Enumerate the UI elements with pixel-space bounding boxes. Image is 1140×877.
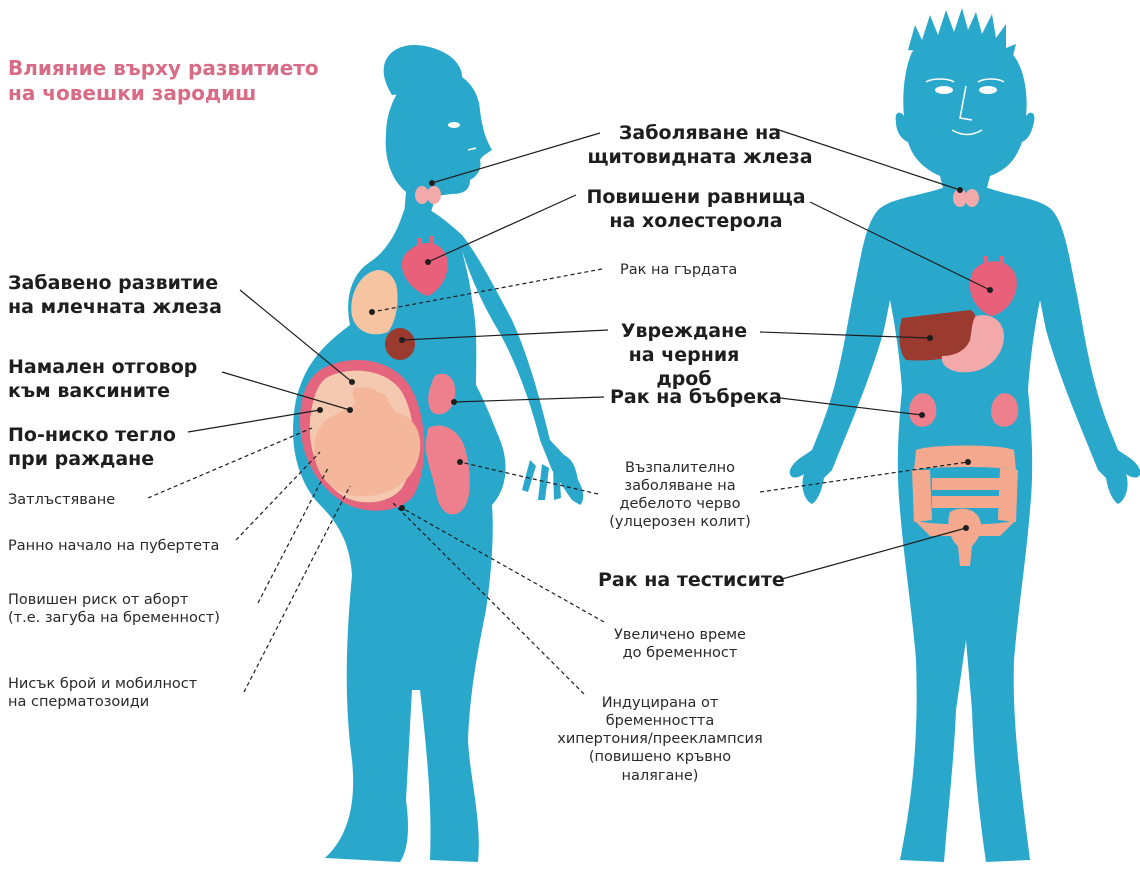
title: Влияние върху развитието на човешки заро… xyxy=(8,56,319,106)
label-testicular-cancer: Рак на тестисите xyxy=(598,569,785,593)
label-colitis: Възпалително заболяване на дебелото черв… xyxy=(600,459,760,532)
label-hypertension: Индуцирана от бременността хипертония/пр… xyxy=(540,694,780,785)
label-birth-weight: По-ниско тегло при раждане xyxy=(8,424,176,472)
male-figure xyxy=(790,8,1140,862)
label-liver-damage: Увреждане на черния дроб xyxy=(604,320,764,391)
label-obesity: Затлъстяване xyxy=(8,491,115,509)
label-mammary-gland: Забавено развитие на млечната жлеза xyxy=(8,272,222,320)
label-early-puberty: Ранно начало на пубертета xyxy=(8,537,219,555)
label-vaccine-response: Намален отговор към ваксините xyxy=(8,356,197,404)
label-kidney-cancer: Рак на бъбрека xyxy=(610,386,782,410)
label-sperm: Нисък брой и мобилност на сперматозоиди xyxy=(8,675,197,711)
label-time-to-pregnancy: Увеличено време до бременност xyxy=(590,626,770,662)
label-breast-cancer: Рак на гърдата xyxy=(620,261,737,279)
label-thyroid: Заболяване на щитовидната жлеза xyxy=(580,122,820,170)
label-miscarriage: Повишен риск от аборт (т.е. загуба на бр… xyxy=(8,591,220,627)
label-cholesterol: Повишени равнища на холестерола xyxy=(566,186,826,234)
